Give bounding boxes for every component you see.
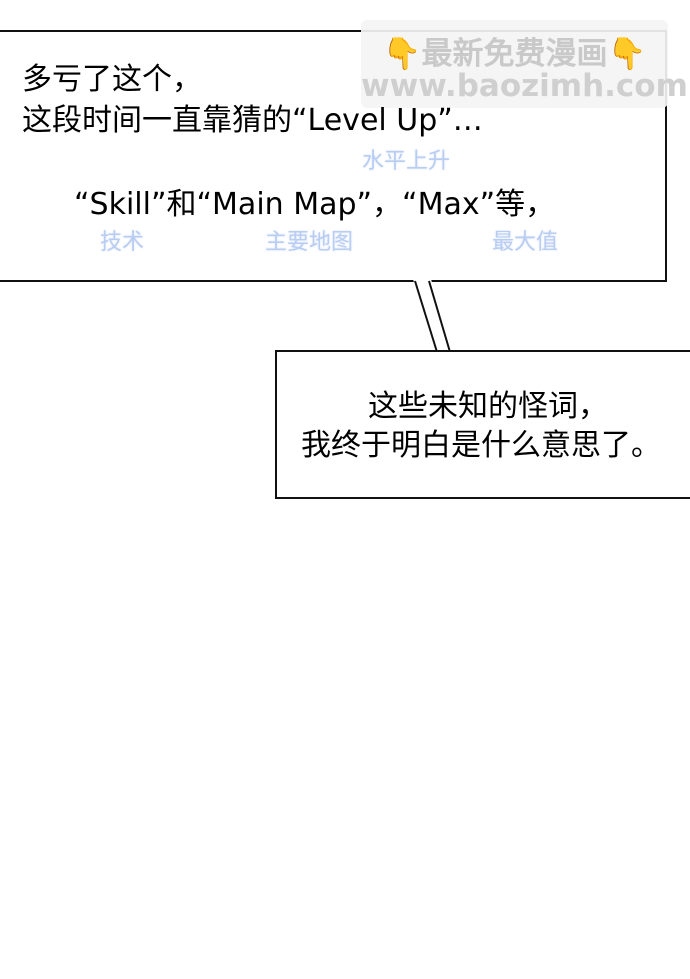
- pointing-down-icon: 👇: [382, 36, 422, 72]
- speech-bubble-bottom: [275, 350, 690, 499]
- gloss-skill: 技术: [100, 230, 145, 255]
- bubble2-line2: 我终于明白是什么意思了。: [301, 428, 661, 463]
- bubble1-line1: 多亏了这个，: [22, 62, 202, 97]
- bubble1-line2: 这段时间一直靠猜的“Level Up”…: [22, 103, 483, 138]
- watermark-url: www.baozimh.com: [361, 68, 688, 104]
- bubble1-line3: “Skill”和“Main Map”，“Max”等，: [74, 187, 556, 222]
- bubble2-line1: 这些未知的怪词，: [368, 389, 608, 424]
- watermark: 👇最新免费漫画👇 www.baozimh.com: [361, 20, 688, 108]
- gloss-level-up: 水平上升: [362, 149, 451, 174]
- gloss-main-map: 主要地图: [265, 230, 354, 255]
- pointing-down-icon: 👇: [607, 36, 647, 72]
- watermark-line1: 👇最新免费漫画👇: [382, 36, 647, 72]
- gloss-max: 最大值: [492, 230, 559, 255]
